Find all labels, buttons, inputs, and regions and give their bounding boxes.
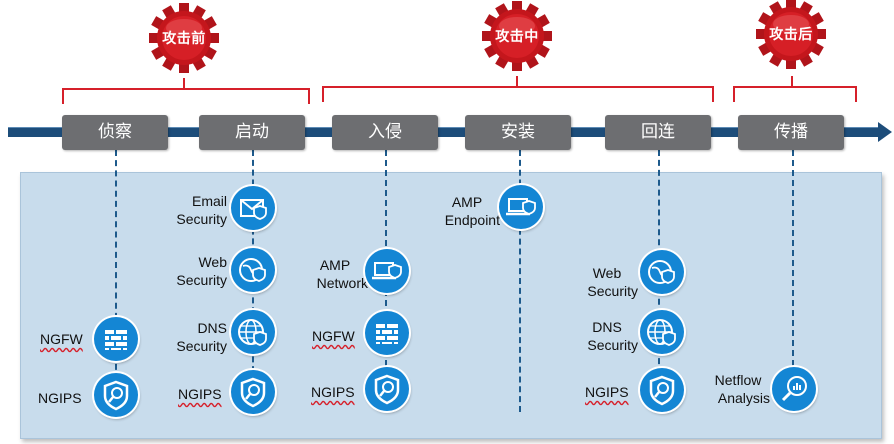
- label-email-line1: Email: [191, 193, 227, 209]
- shield-search-icon: [365, 367, 409, 411]
- label-amp-endpoint-line1: AMP: [451, 194, 483, 210]
- phase-gear-before: 攻击前: [148, 2, 220, 74]
- label-dns-cb-line2: Security: [587, 337, 638, 353]
- label-web-line1: Web: [198, 254, 227, 270]
- solutions-panel: [20, 172, 882, 439]
- bracket-after: [733, 86, 857, 102]
- globe-shield-icon: [640, 250, 684, 294]
- label-web-security-callback: Web Security: [576, 264, 638, 300]
- magnifier-chart-icon: [772, 367, 816, 411]
- label-netflow-line1: Netflow: [714, 372, 762, 388]
- phase-label-during: 攻击中: [495, 29, 539, 45]
- stage-recon: 侦察: [62, 115, 168, 150]
- arrow-head: [878, 122, 892, 142]
- label-netflow-line2: Analysis: [717, 390, 770, 406]
- globe-shield-icon: [231, 248, 275, 292]
- envelope-shield-icon: [231, 186, 275, 230]
- label-ngfw-recon: NGFW: [40, 331, 83, 347]
- label-ngfw-intrude: NGFW: [312, 328, 355, 344]
- stage-install: 安装: [465, 115, 571, 150]
- stage-launch: 启动: [199, 115, 305, 150]
- phase-gear-after: 攻击后: [755, 0, 827, 70]
- label-dns-security-callback: DNS Security: [576, 318, 638, 354]
- connector-install: [519, 150, 521, 412]
- bracket-stem-during: [516, 76, 518, 86]
- stage-intrude: 入侵: [332, 115, 438, 150]
- label-dns-cb-line1: DNS: [592, 319, 622, 335]
- laptop-shield-icon: [499, 185, 543, 229]
- bracket-during: [322, 86, 714, 102]
- label-email-line2: Security: [176, 211, 227, 227]
- dns-globe-icon: [640, 310, 684, 354]
- label-web-line2: Security: [176, 272, 227, 288]
- stage-spread: 传播: [738, 115, 844, 150]
- label-amp-network-line2: Network: [316, 275, 368, 291]
- gear-icon: [756, 0, 826, 69]
- label-ngips-recon: NGIPS: [38, 390, 82, 406]
- shield-search-icon: [94, 373, 138, 417]
- connector-recon: [115, 150, 117, 380]
- label-ngips-intrude: NGIPS: [311, 384, 355, 400]
- laptop-shield-icon: [365, 249, 409, 293]
- stage-callback: 回连: [605, 115, 711, 150]
- gear-icon: [482, 1, 552, 71]
- shield-search-icon: [231, 370, 275, 414]
- phase-gear-during: 攻击中: [481, 0, 553, 72]
- label-amp-endpoint-line2: Endpoint: [444, 212, 500, 228]
- label-ngips-launch: NGIPS: [178, 386, 222, 402]
- phase-label-before: 攻击前: [162, 31, 206, 47]
- label-dns-line2: Security: [176, 338, 227, 354]
- label-dns-line1: DNS: [197, 320, 227, 336]
- label-netflow-analysis: Netflow Analysis: [706, 371, 770, 407]
- label-amp-network: AMP Network: [302, 256, 368, 292]
- timeline-arrow: [8, 127, 880, 137]
- label-email-security: Email Security: [165, 192, 227, 228]
- bracket-stem-before: [183, 78, 185, 88]
- label-amp-network-line1: AMP: [319, 257, 351, 273]
- label-ngips-callback: NGIPS: [585, 384, 629, 400]
- gear-icon: [149, 3, 219, 73]
- connector-spread: [792, 150, 794, 376]
- firewall-icon: [365, 311, 409, 355]
- label-web-security-launch: Web Security: [165, 253, 227, 289]
- shield-search-icon: [640, 368, 684, 412]
- firewall-icon: [94, 317, 138, 361]
- label-amp-endpoint: AMP Endpoint: [434, 193, 500, 229]
- bracket-stem-after: [791, 76, 793, 86]
- label-web-cb-line1: Web: [592, 265, 622, 281]
- dns-globe-icon: [231, 310, 275, 354]
- label-dns-security-launch: DNS Security: [165, 319, 227, 355]
- bracket-before: [62, 88, 310, 104]
- label-web-cb-line2: Security: [587, 283, 638, 299]
- phase-label-after: 攻击后: [769, 27, 813, 43]
